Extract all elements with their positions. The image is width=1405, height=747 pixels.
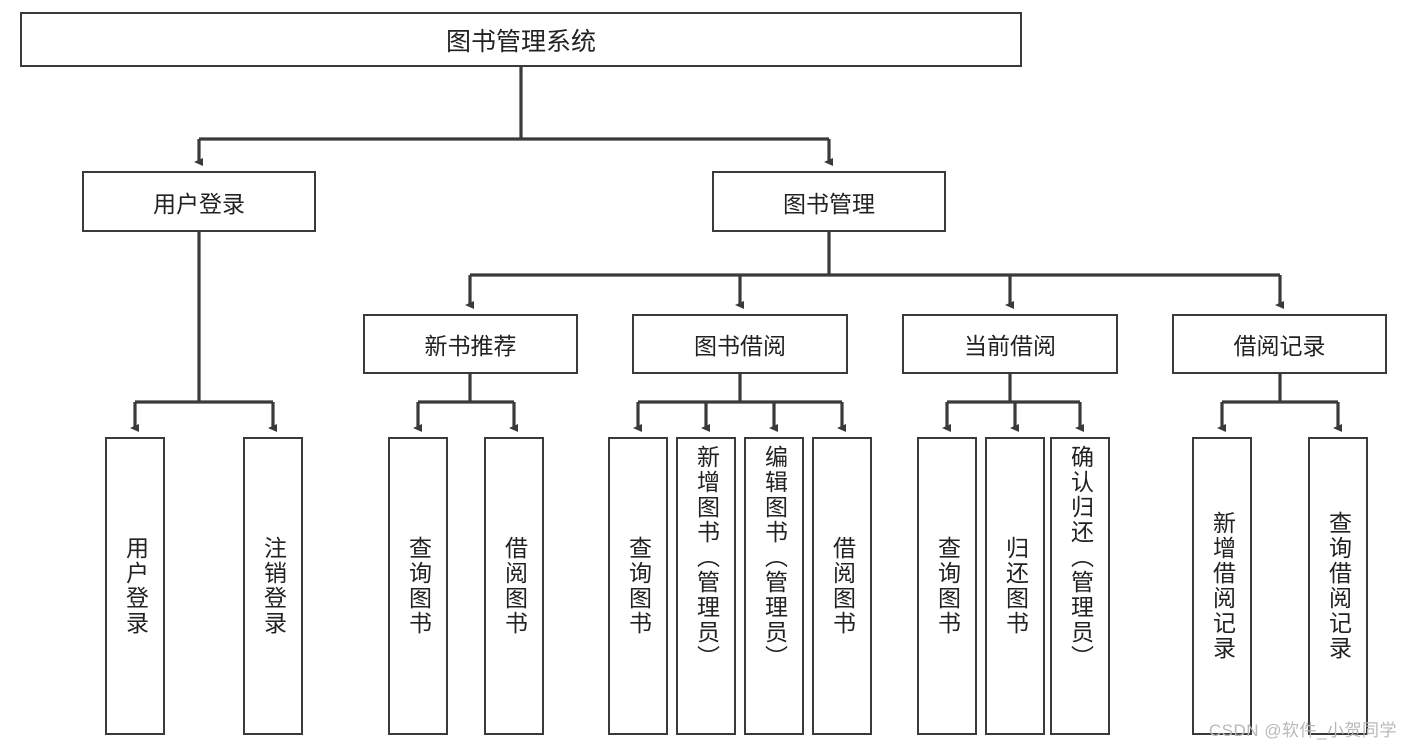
node-book-manage-label: 图书管理	[783, 190, 875, 217]
node-leaf-user-login-label: 用户登录	[122, 536, 149, 636]
node-leaf-borrow-book-2[interactable]: 借阅图书	[812, 437, 872, 735]
node-new-book-recommend[interactable]: 新书推荐	[363, 314, 578, 374]
node-leaf-add-book[interactable]: 新增图书（管理员）	[676, 437, 736, 735]
node-user-login-label: 用户登录	[153, 190, 245, 217]
node-book-manage[interactable]: 图书管理	[712, 171, 946, 232]
node-user-login[interactable]: 用户登录	[82, 171, 316, 232]
node-leaf-logout-label: 注销登录	[260, 536, 287, 636]
node-leaf-user-login[interactable]: 用户登录	[105, 437, 165, 735]
node-leaf-query-book-2[interactable]: 查询图书	[608, 437, 668, 735]
node-leaf-return-book[interactable]: 归还图书	[985, 437, 1045, 735]
node-current-borrow-label: 当前借阅	[964, 333, 1056, 359]
node-new-book-recommend-label: 新书推荐	[424, 333, 517, 359]
node-leaf-confirm-return[interactable]: 确认归还（管理员）	[1050, 437, 1110, 735]
node-leaf-confirm-return-label: 确认归还（管理员）	[1067, 445, 1094, 670]
node-root-label: 图书管理系统	[445, 27, 596, 56]
node-leaf-query-book-2-label: 查询图书	[625, 536, 652, 636]
node-current-borrow[interactable]: 当前借阅	[902, 314, 1118, 374]
node-leaf-query-record[interactable]: 查询借阅记录	[1308, 437, 1368, 735]
node-book-borrow[interactable]: 图书借阅	[632, 314, 848, 374]
node-leaf-borrow-book-1-label: 借阅图书	[501, 536, 528, 636]
node-leaf-edit-book[interactable]: 编辑图书（管理员）	[744, 437, 804, 735]
node-leaf-query-book-1-label: 查询图书	[405, 536, 432, 636]
watermark: CSDN @软件_小贺同学	[1208, 721, 1397, 740]
node-leaf-logout[interactable]: 注销登录	[243, 437, 303, 735]
node-leaf-query-book-1[interactable]: 查询图书	[388, 437, 448, 735]
node-leaf-query-book-3[interactable]: 查询图书	[917, 437, 977, 735]
node-leaf-borrow-book-1[interactable]: 借阅图书	[484, 437, 544, 735]
node-borrow-record[interactable]: 借阅记录	[1172, 314, 1387, 374]
node-leaf-query-record-label: 查询借阅记录	[1325, 511, 1352, 661]
node-leaf-borrow-book-2-label: 借阅图书	[829, 536, 856, 636]
node-leaf-query-book-3-label: 查询图书	[934, 536, 961, 636]
node-leaf-add-record-label: 新增借阅记录	[1209, 511, 1236, 661]
node-leaf-add-record[interactable]: 新增借阅记录	[1192, 437, 1252, 735]
node-borrow-record-label: 借阅记录	[1233, 333, 1326, 359]
node-root[interactable]: 图书管理系统	[20, 12, 1022, 67]
node-book-borrow-label: 图书借阅	[694, 333, 786, 359]
node-leaf-return-book-label: 归还图书	[1002, 536, 1029, 636]
node-leaf-add-book-label: 新增图书（管理员）	[693, 445, 720, 670]
node-leaf-edit-book-label: 编辑图书（管理员）	[761, 445, 788, 670]
